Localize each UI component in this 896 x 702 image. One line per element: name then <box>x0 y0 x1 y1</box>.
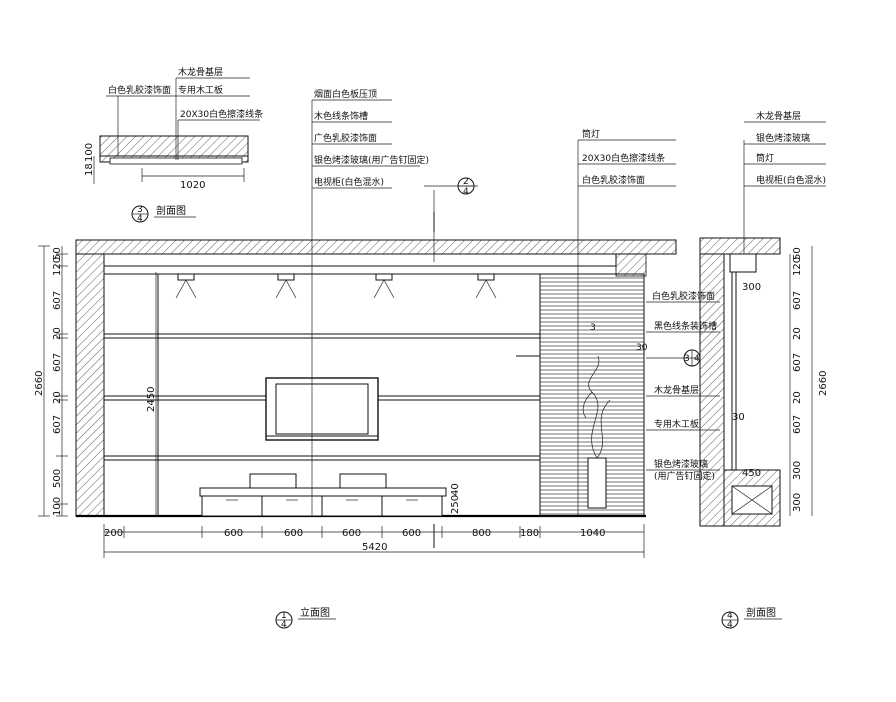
bottom-dim-180: 180 <box>520 528 539 539</box>
elev-caption-num: 1 <box>281 611 287 621</box>
detail-label-3: 专用木工板 <box>178 84 223 96</box>
right-dim-50: 50 <box>792 247 803 260</box>
detail-caption-text: 剖面图 <box>156 204 186 217</box>
callout-2-sheet: 4 <box>694 354 700 364</box>
bottom-dim-600c: 600 <box>342 528 361 539</box>
main-label-1: 烟面白色板压顶 <box>314 88 377 100</box>
left-dim-20b: 20 <box>52 391 63 404</box>
left-dim-500: 500 <box>52 469 63 488</box>
right-dim-607b: 607 <box>792 353 803 372</box>
detail-dim-100: 100 <box>84 143 95 162</box>
bottom-dim-800: 800 <box>472 528 491 539</box>
side-label-1: 白色乳胶漆饰面 <box>652 290 715 302</box>
section-label-3: 筒灯 <box>756 152 774 164</box>
right-dim-607c: 607 <box>792 415 803 434</box>
detail-dim-1020: 1020 <box>180 180 205 191</box>
annot-3: 3 <box>590 323 596 333</box>
right-label-3: 白色乳胶漆饰面 <box>582 174 645 186</box>
bottom-dim-200: 200 <box>104 528 123 539</box>
sec-caption-text: 剖面图 <box>746 606 776 619</box>
ceiling-board <box>103 253 617 267</box>
callout-2-num: 3 <box>684 354 690 364</box>
left-dim-607b: 607 <box>52 353 63 372</box>
right-label-1: 筒灯 <box>582 128 600 140</box>
television <box>265 377 379 441</box>
downlight-4 <box>475 273 497 299</box>
section-label-4: 电视柜(白色混水) <box>756 174 826 186</box>
downlight-2 <box>275 273 297 299</box>
elevation: 烟面白色板压顶 木色线条饰槽 广色乳胶漆饰面 银色烤漆玻璃(用广告钉固定) 电视… <box>34 88 720 630</box>
left-dim-50: 50 <box>52 247 63 260</box>
elev-caption-sheet: 4 <box>281 620 287 630</box>
left-dim-607c: 607 <box>52 415 63 434</box>
left-wall-hatch <box>75 253 105 517</box>
section-dim-450: 450 <box>742 468 761 479</box>
detail-label-2: 白色乳胶漆饰面 <box>108 84 171 96</box>
sec-caption-num: 4 <box>727 611 733 621</box>
bottom-dim-600b: 600 <box>284 528 303 539</box>
callout-1-sheet: 4 <box>463 187 469 197</box>
detail-label-1: 木龙骨基层 <box>178 66 223 78</box>
left-dim-20a: 20 <box>52 327 63 340</box>
detail-dim-18: 18 <box>84 163 95 176</box>
detail-caption-sheet: 4 <box>137 214 143 224</box>
side-label-5: 银色烤漆玻璃 <box>654 458 708 470</box>
side-section: 木龙骨基层 银色烤漆玻璃 筒灯 电视柜(白色混水) 300 30 450 50 … <box>699 110 829 630</box>
left-dim-120: 120 <box>52 257 63 276</box>
main-label-5: 电视柜(白色混水) <box>314 176 384 188</box>
downlight-3 <box>373 273 395 299</box>
right-dim-300b: 300 <box>792 493 803 512</box>
left-dim-607a: 607 <box>52 291 63 310</box>
right-dim-total: 2660 <box>818 371 829 396</box>
ceiling-hatch <box>75 239 677 255</box>
right-dim-120: 120 <box>792 257 803 276</box>
mid-dim-250: 250 <box>450 495 461 514</box>
section-label-2: 银色烤漆玻璃 <box>756 132 810 144</box>
callout-1-num: 2 <box>463 177 469 187</box>
av-device-1 <box>249 473 297 489</box>
section-dim-30: 30 <box>732 412 745 423</box>
main-label-4: 银色烤漆玻璃(用广告钉固定) <box>314 154 429 166</box>
inner-dim-2450: 2450 <box>146 387 157 412</box>
bottom-dim-total: 5420 <box>362 542 387 553</box>
left-dim-ticks <box>38 245 68 517</box>
vase-plant <box>582 355 611 509</box>
section-label-1: 木龙骨基层 <box>756 110 801 122</box>
detail-caption-num: 3 <box>137 205 143 215</box>
bottom-dim-1040: 1040 <box>580 528 605 539</box>
main-label-3: 广色乳胶漆饰面 <box>314 132 377 144</box>
side-label-4: 专用木工板 <box>654 418 699 430</box>
bottom-dim-600a: 600 <box>224 528 243 539</box>
annot-30: 30 <box>636 343 648 353</box>
right-label-2: 20X30白色擦漆线条 <box>582 152 665 164</box>
right-dim-20a: 20 <box>792 327 803 340</box>
section-dim-300: 300 <box>742 282 761 293</box>
section-detail: 木龙骨基层 白色乳胶漆饰面 专用木工板 20X30白色擦漆线条 1020 18 … <box>84 66 263 224</box>
section-ceiling-hatch <box>699 237 781 255</box>
left-dim-total: 2660 <box>34 371 45 396</box>
section-wall-hatch <box>699 253 725 527</box>
right-dim-20b: 20 <box>792 391 803 404</box>
right-dim-300a: 300 <box>792 461 803 480</box>
bottom-dim-ticks <box>103 524 645 558</box>
side-label-3: 木龙骨基层 <box>654 384 699 396</box>
left-dim-100: 100 <box>52 497 63 516</box>
av-device-2 <box>339 473 387 489</box>
right-dim-607a: 607 <box>792 291 803 310</box>
sec-caption-sheet: 4 <box>727 620 733 630</box>
section-ceiling-light <box>729 253 757 273</box>
downlight-1 <box>175 273 197 299</box>
main-label-2: 木色线条饰槽 <box>314 110 368 122</box>
mid-dim-40: 40 <box>450 483 461 496</box>
elev-caption-text: 立面图 <box>300 606 330 619</box>
detail-label-4: 20X30白色擦漆线条 <box>180 108 263 120</box>
bottom-dim-600d: 600 <box>402 528 421 539</box>
tv-cabinet <box>199 487 447 517</box>
